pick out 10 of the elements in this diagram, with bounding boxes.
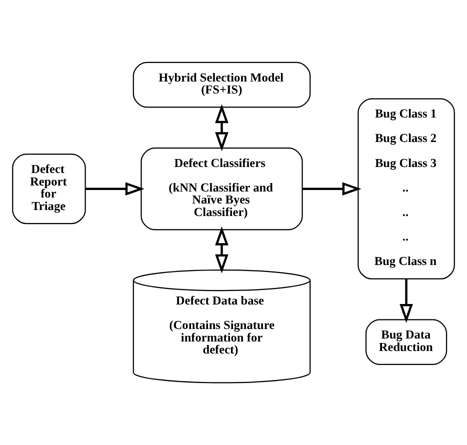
- node-box: Defect Report for Triage: [12, 154, 86, 224]
- node-box: Hybrid Selection Model (FS+IS): [132, 62, 311, 108]
- arrow: [85, 182, 144, 196]
- arrow: [400, 279, 413, 323]
- node-box: Bug Data Reduction: [365, 319, 448, 365]
- node-box: Defect Classifiers (kNN Classifier and Naïve Byes Classifier): [140, 147, 303, 230]
- node-box: Bug Class 1 Bug Class 2 Bug Class 3 .. .. .. Bug Class n: [358, 98, 455, 280]
- arrow: [302, 182, 362, 196]
- arrow: [215, 226, 228, 274]
- arrow: [215, 104, 228, 152]
